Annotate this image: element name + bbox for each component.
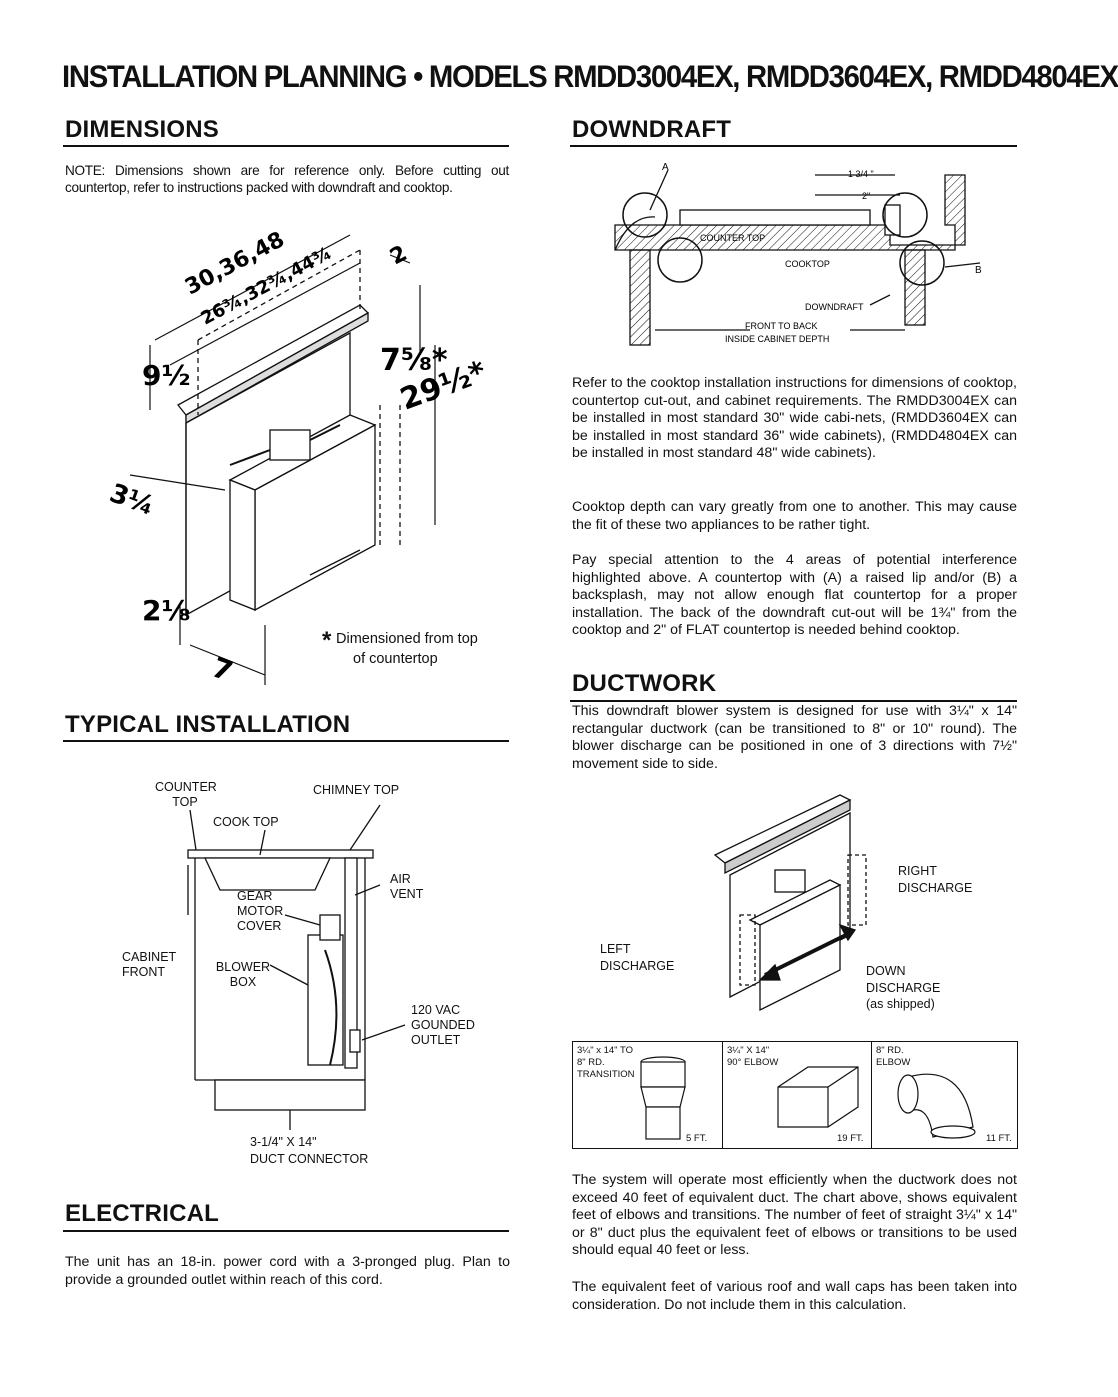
electrical-heading: ELECTRICAL bbox=[65, 1200, 219, 1227]
label-chimney-top: CHIMNEY TOP bbox=[313, 783, 400, 797]
label-left-2: DISCHARGE bbox=[600, 959, 675, 973]
label-counter-top: COUNTER TOP bbox=[155, 780, 217, 809]
downdraft-para-1: Refer to the cooktop installation instru… bbox=[572, 375, 1017, 462]
chart-cell-2-label-1: 3¼" X 14" bbox=[727, 1045, 770, 1056]
transition-icon bbox=[640, 1056, 686, 1140]
dim-7: 7 bbox=[208, 651, 238, 689]
label-down-2: DISCHARGE bbox=[866, 981, 941, 995]
ductwork-discharge-diagram bbox=[713, 794, 867, 1012]
dim-2: 2 bbox=[386, 241, 411, 270]
label-air-vent: AIR VENT bbox=[390, 872, 424, 901]
label-b: B bbox=[975, 265, 982, 276]
label-gear-motor-cover: GEAR MOTOR COVER bbox=[237, 889, 284, 933]
typical-installation-diagram bbox=[187, 804, 406, 1130]
footnote-asterisk: * bbox=[322, 627, 332, 654]
footnote-line-1: Dimensioned from top bbox=[336, 631, 478, 647]
label-cook-top: COOK TOP bbox=[213, 815, 279, 829]
chart-cell-1-feet: 5 FT. bbox=[686, 1133, 708, 1144]
label-downdraft-dd: DOWNDRAFT bbox=[805, 302, 864, 312]
label-front-to-back: FRONT TO BACK bbox=[745, 321, 818, 331]
downdraft-rule bbox=[570, 145, 1017, 147]
downdraft-para-3: Pay special attention to the 4 areas of … bbox=[572, 552, 1017, 639]
downdraft-diagram: A B 1 3/4 " 2" COUNTER TOP COOKTOP DOWND… bbox=[614, 162, 982, 346]
label-duct-size: 3-1/4" X 14" bbox=[250, 1135, 317, 1149]
round-elbow-icon bbox=[897, 1073, 976, 1139]
label-right-1: RIGHT bbox=[898, 864, 937, 878]
ductwork-rule bbox=[570, 700, 1017, 702]
chart-divider bbox=[871, 1042, 872, 1148]
dim-2-1-8: 2⅛ bbox=[142, 594, 190, 627]
label-a: A bbox=[662, 162, 669, 173]
elbow-90-icon bbox=[777, 1066, 859, 1128]
label-duct-connector: DUCT CONNECTOR bbox=[250, 1152, 369, 1166]
label-inside-depth: INSIDE CABINET DEPTH bbox=[725, 334, 829, 344]
electrical-text: The unit has an 18-in. power cord with a… bbox=[65, 1254, 510, 1288]
typical-installation-heading: TYPICAL INSTALLATION bbox=[65, 711, 351, 738]
dim-7-5-8: 7⅝* bbox=[380, 343, 448, 378]
label-down-3: (as shipped) bbox=[866, 997, 935, 1011]
downdraft-heading: DOWNDRAFT bbox=[572, 116, 732, 143]
label-right-2: DISCHARGE bbox=[898, 881, 973, 895]
label-blower-box: BLOWER BOX bbox=[215, 960, 271, 989]
equivalent-duct-chart: 3¼" x 14" TO 8" RD. TRANSITION 5 FT. 3¼"… bbox=[572, 1041, 1018, 1149]
chart-cell-2-label-2: 90° ELBOW bbox=[727, 1057, 779, 1068]
ductwork-para-3: The equivalent feet of various roof and … bbox=[572, 1279, 1017, 1313]
dimensions-note: NOTE: Dimensions shown are for reference… bbox=[65, 163, 509, 195]
ductwork-heading: DUCTWORK bbox=[572, 670, 717, 697]
dimensions-heading: DIMENSIONS bbox=[65, 116, 220, 143]
dimensions-rule bbox=[63, 145, 509, 147]
chart-cell-1-label-3: TRANSITION bbox=[577, 1069, 635, 1080]
chart-cell-3-label-2: ELBOW bbox=[876, 1057, 911, 1068]
ductwork-para-1: This downdraft blower system is designed… bbox=[572, 703, 1017, 772]
ductwork-para-2: The system will operate most efficiently… bbox=[572, 1172, 1017, 1259]
dimensions-diagram: 30,36,48 26¾,32¾,44¾ 2 7⅝* 9½ 29½* 3¼ 2⅛… bbox=[106, 227, 492, 689]
label-2-inch: 2" bbox=[862, 191, 870, 201]
label-cabinet-front: CABINET FRONT bbox=[122, 950, 176, 979]
chart-cell-3-label-1: 8" RD. bbox=[876, 1045, 904, 1056]
chart-cell-1-label-1: 3¼" x 14" TO bbox=[577, 1045, 634, 1056]
dim-9-1-2: 9½ bbox=[142, 359, 190, 392]
chart-cell-3-feet: 11 FT. bbox=[986, 1133, 1012, 1144]
downdraft-para-2: Cooktop depth can vary greatly from one … bbox=[572, 499, 1017, 533]
label-cooktop-dd: COOKTOP bbox=[785, 259, 830, 269]
electrical-rule bbox=[63, 1230, 509, 1232]
label-1-3-4: 1 3/4 " bbox=[848, 169, 874, 179]
dim-3-1-4: 3¼ bbox=[106, 478, 159, 522]
label-outlet: 120 VAC GOUNDED OUTLET bbox=[411, 1003, 475, 1047]
label-left-1: LEFT bbox=[600, 942, 631, 956]
chart-divider bbox=[722, 1042, 723, 1148]
label-counter-top-dd: COUNTER TOP bbox=[700, 233, 765, 243]
label-down-1: DOWN bbox=[866, 964, 906, 978]
ductwork-leaders bbox=[900, 935, 940, 995]
footnote-line-2: of countertop bbox=[353, 651, 438, 667]
chart-cell-2-feet: 19 FT. bbox=[837, 1133, 864, 1144]
chart-cell-1-label-2: 8" RD. bbox=[577, 1057, 605, 1068]
typical-installation-rule bbox=[63, 740, 509, 742]
page-title: INSTALLATION PLANNING • MODELS RMDD3004E… bbox=[62, 58, 1118, 94]
